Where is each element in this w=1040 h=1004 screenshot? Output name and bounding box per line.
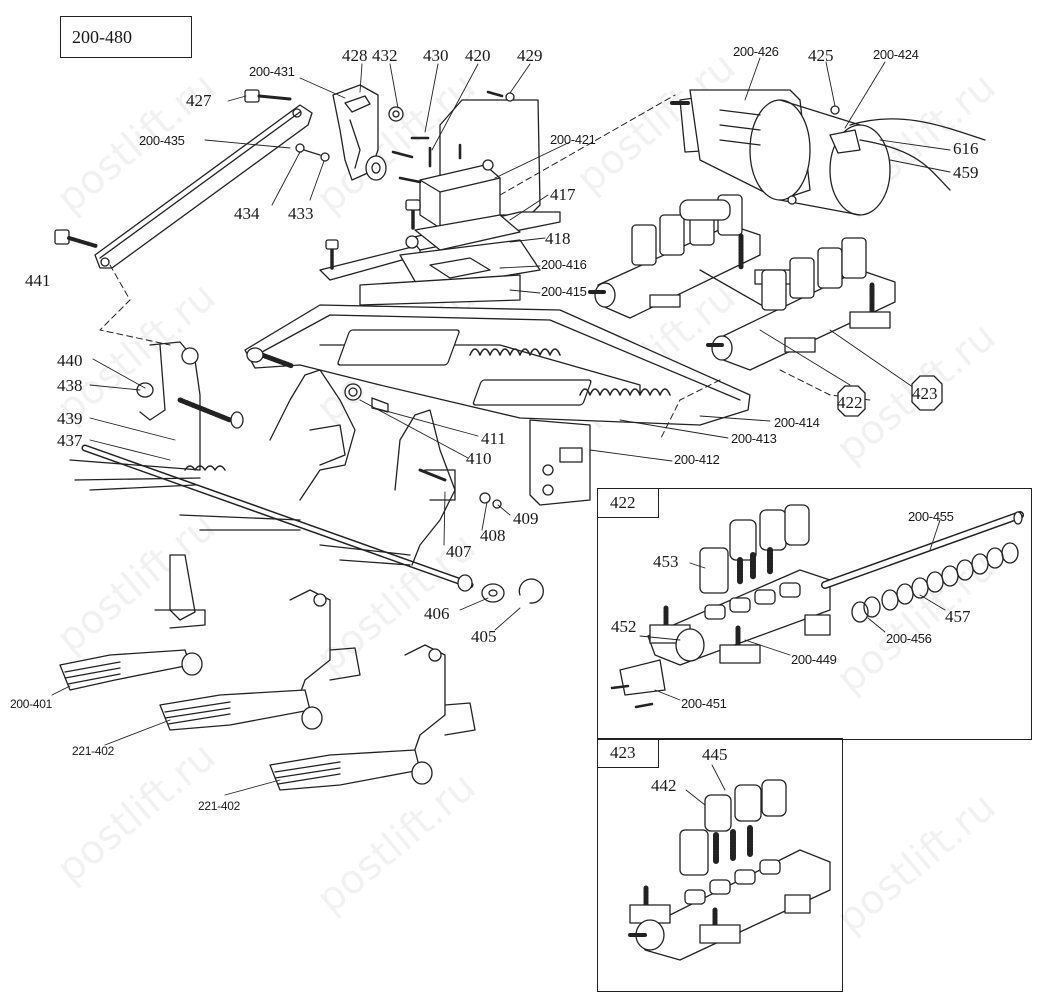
part-label: 407 <box>446 542 472 561</box>
control-rod <box>94 104 313 269</box>
part-label: 200-401 <box>10 697 52 711</box>
part-label: 408 <box>480 526 506 545</box>
part-label: 427 <box>186 91 212 110</box>
part-label: 200-416 <box>541 257 587 272</box>
leader-lines <box>51 57 951 796</box>
part-label: 429 <box>517 46 543 65</box>
part-label: 409 <box>513 509 539 528</box>
part-label: 406 <box>424 604 450 623</box>
part-label: 200-431 <box>249 64 295 79</box>
part-label: 434 <box>234 204 260 223</box>
part-label: 405 <box>471 627 497 646</box>
pedal <box>269 644 476 791</box>
part-label: 200-415 <box>541 284 587 299</box>
part-label: 410 <box>466 449 492 468</box>
part-label: 200-414 <box>774 415 820 430</box>
part-label: 440 <box>57 351 83 370</box>
part-label: 428 <box>342 46 368 65</box>
inset-title-box <box>597 738 659 768</box>
part-label: 452 <box>611 617 637 636</box>
part-label: 457 <box>945 607 971 626</box>
part-label: 221-402 <box>72 744 114 758</box>
part-label: 411 <box>481 429 506 448</box>
part-label: 200-424 <box>873 47 919 62</box>
inset-title: 423 <box>610 743 636 762</box>
inset-box-423 <box>597 738 843 992</box>
part-label: 418 <box>545 229 571 248</box>
part-label: 439 <box>57 409 83 428</box>
bolt <box>54 229 98 248</box>
bracket-assembly <box>319 199 561 306</box>
part-label: 453 <box>653 552 679 571</box>
callout-label: 423 <box>912 384 938 403</box>
part-label: 200-455 <box>908 509 954 524</box>
pedal <box>159 589 361 731</box>
part-label: 200-426 <box>733 44 779 59</box>
assembly-label-box <box>60 16 192 58</box>
inset-title-box <box>597 488 659 518</box>
part-label: 432 <box>372 46 398 65</box>
mounting-plate <box>391 90 541 229</box>
part-label: 200-413 <box>731 431 777 446</box>
inset-valve-detail <box>628 764 831 961</box>
part-label: 200-421 <box>550 132 596 147</box>
part-label: 200-456 <box>886 631 932 646</box>
cylinder-motor <box>670 89 986 216</box>
assembly-label: 200-480 <box>72 27 132 47</box>
inset-title: 422 <box>610 493 636 512</box>
part-label: 445 <box>702 745 728 764</box>
part-label: 430 <box>423 46 449 65</box>
callout-octagon <box>837 385 866 417</box>
part-label: 433 <box>288 204 314 223</box>
part-label: 441 <box>25 271 51 290</box>
valve-block <box>588 194 796 319</box>
inset-box-422 <box>597 488 1032 740</box>
callout-octagon <box>911 375 943 411</box>
part-label: 221-402 <box>198 799 240 813</box>
part-label: 200-449 <box>791 652 837 667</box>
part-label: 459 <box>953 163 979 182</box>
part-label: 420 <box>465 46 491 65</box>
part-label: 200-451 <box>681 696 727 711</box>
pedal <box>59 554 206 691</box>
part-label: 438 <box>57 376 83 395</box>
part-label: 417 <box>550 185 576 204</box>
pedal-shaft <box>69 341 544 604</box>
part-label: 437 <box>57 431 83 450</box>
valve-block <box>706 237 896 371</box>
lever-bracket <box>332 84 404 181</box>
callout-label: 422 <box>837 393 863 412</box>
bolt <box>244 89 292 103</box>
part-label: 442 <box>651 776 677 795</box>
main-frame <box>244 304 751 506</box>
part-label: 200-412 <box>674 452 720 467</box>
part-label: 616 <box>953 139 979 158</box>
part-label: 200-435 <box>139 133 185 148</box>
part-label: 425 <box>808 46 834 65</box>
inset-valve-detail <box>610 504 1024 709</box>
